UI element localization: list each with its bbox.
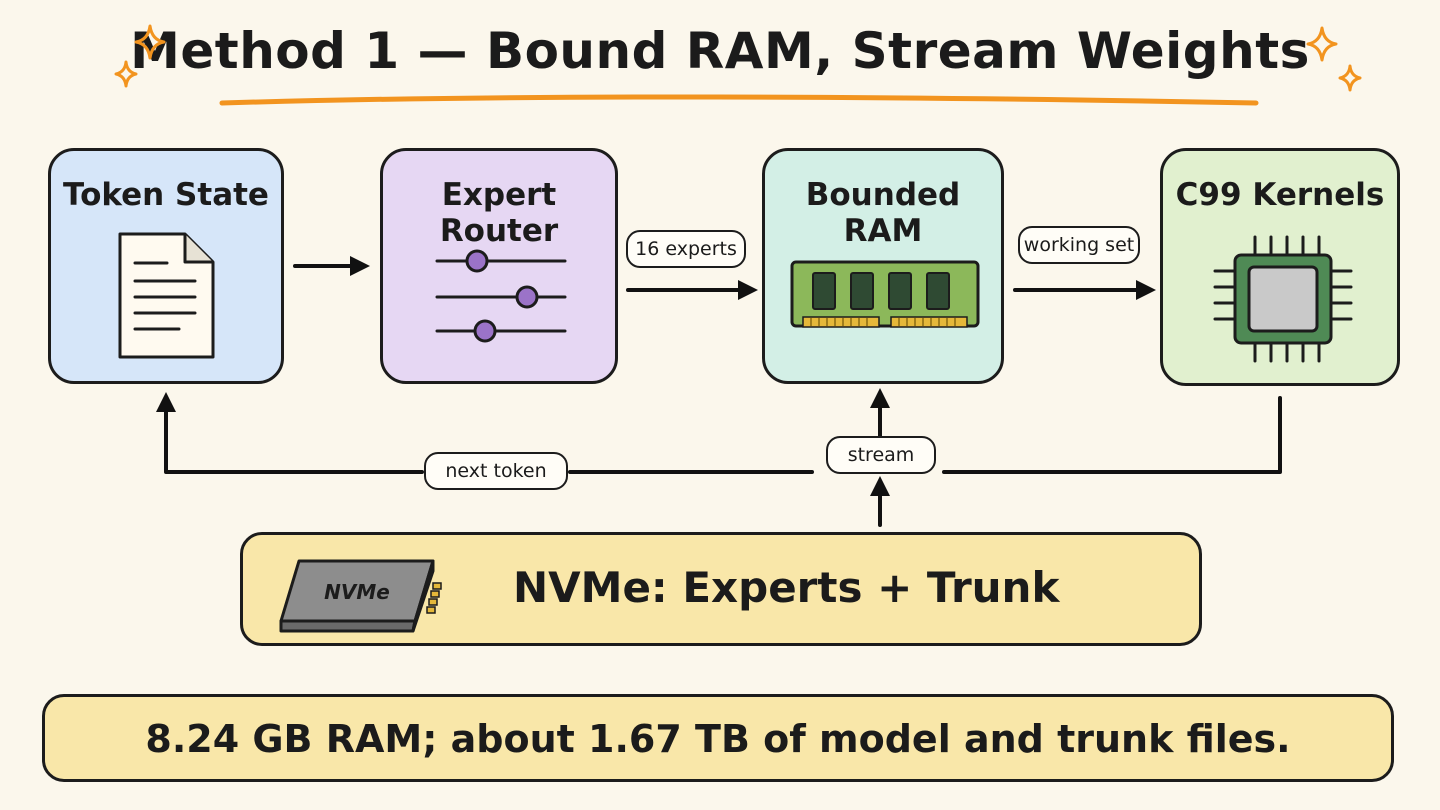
sparkle-icon [134,24,166,60]
storage-nvme-bar: NVMe NVMe: Experts + Trunk [240,532,1202,646]
arrow-return-up [156,392,424,474]
edge-label-experts: 16 experts [626,230,746,268]
page-title: Method 1 — Bound RAM, Stream Weights [130,22,1310,80]
ssd-drive-icon: NVMe [279,559,442,633]
arrow-kernels-return [942,396,1282,474]
node-token-state: Token State [48,148,284,384]
sparkle-icon [1306,26,1338,62]
edge-label-stream: stream [826,436,936,474]
node-label: Token State [63,177,269,213]
summary-text: 8.24 GB RAM; about 1.67 TB of model and … [145,717,1291,761]
node-expert-router: Expert Router [380,148,618,384]
storage-label: NVMe: Experts + Trunk [513,563,1060,612]
summary-bar: 8.24 GB RAM; about 1.67 TB of model and … [42,694,1394,782]
sparkle-icon [114,60,138,88]
node-c99-kernels: C99 Kernels [1160,148,1400,386]
cpu-chip-icon [1213,235,1353,363]
edge-label-working-set: working set [1018,226,1140,264]
node-label: Bounded RAM [805,177,961,249]
document-icon [118,232,215,359]
node-label: Expert Router [439,177,559,249]
sliders-icon [435,249,567,343]
title-underline [219,94,1259,106]
sparkle-icon [1338,64,1362,92]
node-bounded-ram: Bounded RAM [762,148,1004,384]
edge-label-next-token: next token [424,452,568,490]
ram-module-icon [790,260,980,328]
ssd-label: NVMe [324,580,390,604]
node-label: C99 Kernels [1175,177,1385,213]
